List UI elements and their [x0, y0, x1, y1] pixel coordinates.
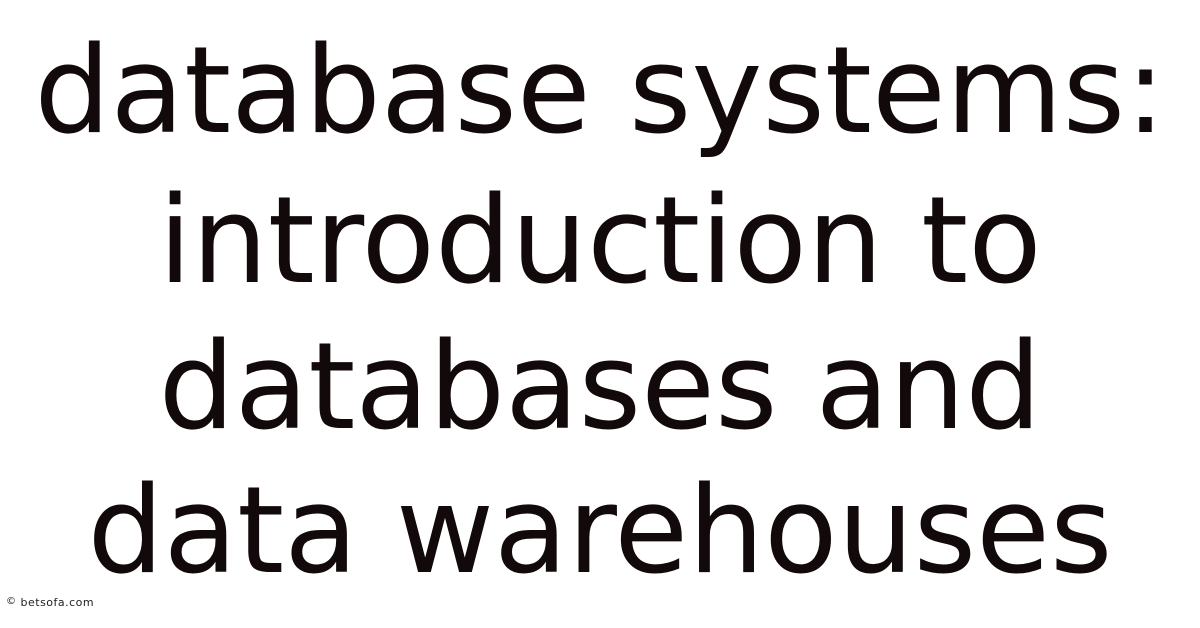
watermark-text: betsofa.com	[20, 595, 95, 609]
title-line-1: database systems:	[34, 22, 1166, 161]
title-line-3: databases and	[158, 318, 1042, 457]
copyright-icon: ©	[6, 596, 17, 607]
site-watermark: © betsofa.com	[6, 595, 94, 609]
title-line-4: data warehouses	[87, 462, 1113, 601]
title-line-2: introduction to	[158, 172, 1042, 311]
